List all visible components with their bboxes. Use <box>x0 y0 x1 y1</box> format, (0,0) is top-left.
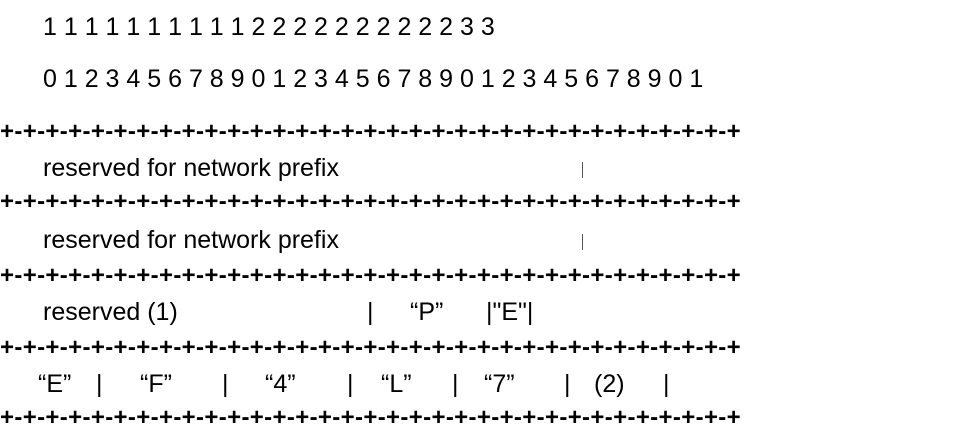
row-3-label: reserved (1) <box>43 298 178 326</box>
row-4-separator-2: | <box>222 370 229 398</box>
border-line-4: +-+-+-+-+-+-+-+-+-+-+-+-+-+-+-+-+-+-+-+-… <box>0 334 742 361</box>
row-3-field-e: |"E"| <box>486 298 534 326</box>
row-4-field-5: “7” <box>484 370 515 398</box>
row-4-field-6: (2) <box>594 370 625 398</box>
bit-index-tens-row: 1 1 1 1 1 1 1 1 1 1 2 2 2 2 2 2 2 2 2 2 … <box>43 13 495 41</box>
row-2-separator <box>582 234 583 250</box>
row-4-field-3: “4” <box>265 370 296 398</box>
row-4-separator-3: | <box>347 370 354 398</box>
row-3-separator: | <box>367 298 374 326</box>
border-line-5: +-+-+-+-+-+-+-+-+-+-+-+-+-+-+-+-+-+-+-+-… <box>0 404 742 431</box>
border-line-3: +-+-+-+-+-+-+-+-+-+-+-+-+-+-+-+-+-+-+-+-… <box>0 262 742 289</box>
row-4-separator-4: | <box>452 370 459 398</box>
border-line-2: +-+-+-+-+-+-+-+-+-+-+-+-+-+-+-+-+-+-+-+-… <box>0 188 742 215</box>
row-4-separator-5: | <box>564 370 571 398</box>
row-4-field-1: “E” <box>38 370 72 398</box>
row-4-separator-1: | <box>96 370 103 398</box>
bit-index-units-row: 0 1 2 3 4 5 6 7 8 9 0 1 2 3 4 5 6 7 8 9 … <box>43 65 704 93</box>
row-1-separator <box>582 162 583 178</box>
border-line-1: +-+-+-+-+-+-+-+-+-+-+-+-+-+-+-+-+-+-+-+-… <box>0 118 742 145</box>
row-4-separator-6: | <box>663 370 670 398</box>
row-4-field-2: “F” <box>140 370 172 398</box>
row-2-label: reserved for network prefix <box>43 226 339 254</box>
row-4-field-4: “L” <box>381 370 412 398</box>
row-1-label: reserved for network prefix <box>43 154 339 182</box>
row-3-field-p: “P” <box>410 298 444 326</box>
